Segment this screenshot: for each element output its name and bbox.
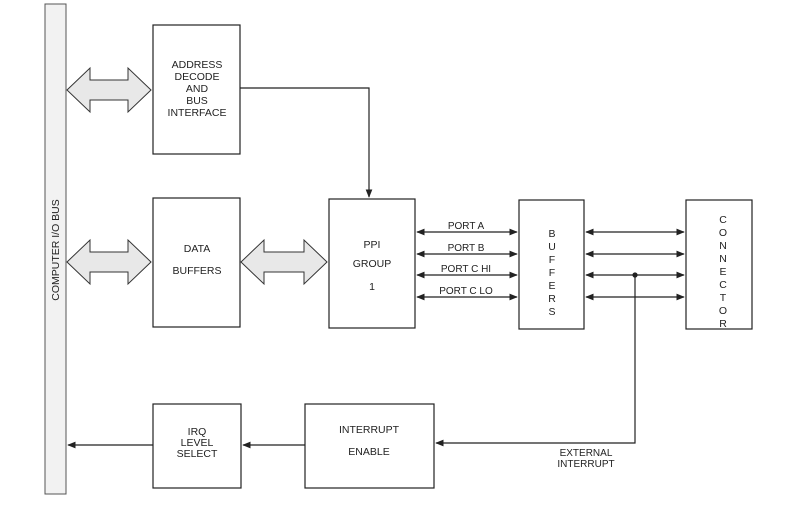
port-label: PORT B xyxy=(448,243,485,254)
irq-select-block: IRQ LEVEL SELECT xyxy=(152,403,242,489)
bus-data-arrow xyxy=(66,238,152,286)
connector-letter: E xyxy=(719,266,726,278)
external-interrupt-label: EXTERNAL xyxy=(560,448,613,459)
interrupt-enable-line: INTERRUPT xyxy=(339,424,400,436)
irq-select-line: SELECT xyxy=(177,448,218,460)
port-label: PORT C LO xyxy=(439,286,493,297)
interrupt-enable-line: ENABLE xyxy=(348,446,389,458)
external-interrupt-line xyxy=(435,275,636,447)
buffers-letter: F xyxy=(549,267,555,279)
buffers-letter: S xyxy=(548,306,555,318)
address-decode-line: BUS xyxy=(186,95,208,107)
bus-address-arrow xyxy=(66,66,152,114)
address-decode-block: ADDRESS DECODE AND BUS INTERFACE xyxy=(152,24,241,155)
connector-letter: C xyxy=(719,279,727,291)
connector-letter: N xyxy=(719,240,727,252)
ppi-line: 1 xyxy=(369,281,375,293)
data-buffers-block: DATA BUFFERS xyxy=(152,197,241,328)
ppi-block: PPI GROUP 1 xyxy=(328,198,416,329)
connector-letter: R xyxy=(719,318,727,330)
external-interrupt-label: INTERRUPT xyxy=(557,459,614,470)
buffers-block: B U F F E R S xyxy=(518,199,585,330)
address-to-ppi-line xyxy=(240,87,373,198)
buffers-letter: F xyxy=(549,254,555,266)
irq-select-line: LEVEL xyxy=(181,437,214,449)
connector-letter: O xyxy=(719,227,727,239)
buffers-letter: B xyxy=(548,228,555,240)
ppi-line: PPI xyxy=(364,239,381,251)
interrupt-enable-block: INTERRUPT ENABLE xyxy=(304,403,435,489)
connector-block: C O N N E C T O R xyxy=(685,199,753,330)
connector-letter: C xyxy=(719,214,727,226)
connector-letter: N xyxy=(719,253,727,265)
address-decode-line: INTERFACE xyxy=(168,107,227,119)
buffers-letter: R xyxy=(548,293,556,305)
port-label: PORT C HI xyxy=(441,264,491,275)
buffers-letter: U xyxy=(548,241,556,253)
computer-io-bus: COMPUTER I/O BUS xyxy=(44,3,67,495)
buffers-ppi-arrow xyxy=(240,238,328,286)
connector-letter: O xyxy=(719,305,727,317)
ppi-line: GROUP xyxy=(353,258,392,270)
data-buffers-line: DATA xyxy=(184,243,210,255)
address-decode-line: AND xyxy=(186,83,209,95)
port-lines: PORT A PORT B PORT C HI PORT C LO xyxy=(416,221,518,301)
address-decode-line: ADDRESS xyxy=(172,59,223,71)
bus-label: COMPUTER I/O BUS xyxy=(50,199,62,301)
connector-letter: T xyxy=(720,292,727,304)
buffers-letter: E xyxy=(548,280,555,292)
irq-select-line: IRQ xyxy=(188,426,207,438)
port-label: PORT A xyxy=(448,221,485,232)
address-decode-line: DECODE xyxy=(175,71,220,83)
data-buffers-line: BUFFERS xyxy=(172,265,221,277)
